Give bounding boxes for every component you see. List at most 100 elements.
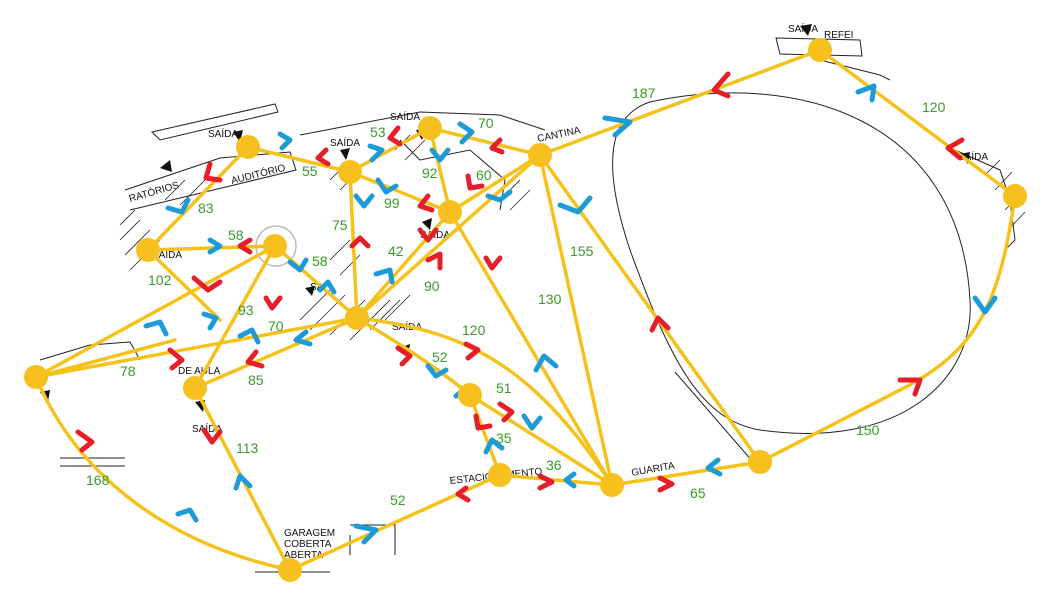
weight-label: 120 (922, 99, 946, 115)
edge (193, 316, 359, 390)
edge (146, 244, 277, 252)
arrow-blue (353, 193, 375, 209)
weight-label: 83 (198, 200, 214, 216)
direction-arrows (75, 71, 998, 545)
arrow-red (237, 237, 253, 255)
arrow-blue (557, 195, 593, 215)
weight-label: 168 (86, 472, 110, 488)
node (458, 383, 482, 407)
node (183, 376, 207, 400)
arrow-blue (237, 327, 261, 345)
arrow-blue (972, 295, 998, 315)
arrow-red (167, 347, 185, 371)
edge (273, 244, 359, 320)
arrow-blue (425, 363, 449, 379)
edge (34, 375, 292, 572)
weight-label: 99 (384, 195, 400, 211)
weight-label: 51 (496, 380, 512, 396)
edge (468, 393, 614, 487)
place-label-sa-small: SA (310, 282, 324, 293)
arrow-red (463, 341, 481, 361)
weight-label: 92 (422, 165, 438, 181)
place-label-saida-top2: SAÍDA (390, 110, 420, 123)
arrow-blue (317, 279, 337, 295)
arrow-red (203, 161, 223, 183)
edge (468, 393, 502, 477)
arrow-red (245, 349, 265, 369)
arrow-red (349, 235, 371, 249)
floor-plan-background (39, 24, 1026, 573)
edge (348, 170, 452, 214)
edge (538, 153, 762, 464)
edge (246, 145, 352, 174)
place-label-da-aula: DE AULA (178, 366, 221, 377)
weight-label: 52 (432, 349, 448, 365)
arrow-red (649, 315, 671, 333)
arrow-blue (287, 257, 309, 273)
arrow-red (395, 345, 413, 367)
node (24, 365, 48, 389)
edge (428, 126, 542, 157)
weight-label: 78 (120, 363, 136, 379)
arrow-red (711, 71, 731, 99)
node (600, 473, 624, 497)
weight-label: 113 (236, 440, 259, 456)
edge (538, 48, 822, 157)
node (438, 200, 462, 224)
place-label-saida-aud: SAÍDA (208, 127, 238, 140)
weight-label: 130 (538, 291, 562, 307)
weight-label: 60 (476, 167, 492, 183)
weight-label: 90 (424, 278, 440, 294)
weight-label: 52 (390, 492, 406, 508)
arrow-red (465, 173, 485, 191)
edge (758, 194, 1017, 464)
weight-label: 55 (302, 163, 318, 179)
edge-weight-labels: 187 120 70 53 55 92 60 83 75 99 58 42 58… (86, 85, 946, 508)
arrow-red (425, 251, 443, 271)
edge (498, 473, 614, 487)
arrow-red (417, 193, 435, 213)
arrow-blue (602, 115, 633, 138)
node (418, 116, 442, 140)
edge (193, 244, 277, 390)
place-label-aberta: ABERTA (284, 550, 323, 561)
weight-label: 53 (370, 124, 386, 140)
arrow-blue (277, 131, 293, 151)
edge (34, 338, 177, 379)
edge (538, 153, 614, 487)
node (278, 558, 302, 582)
arrow-blue (353, 523, 379, 545)
arrow-red (473, 413, 493, 431)
weight-label: 85 (248, 372, 264, 388)
arrow-blue (373, 267, 395, 285)
arrow-blue (201, 311, 219, 331)
weight-label: 155 (570, 243, 594, 259)
node (808, 38, 832, 62)
arrow-blue (429, 147, 451, 163)
arrow-blue (367, 143, 385, 163)
arrow-blue (293, 329, 313, 347)
path-edges (34, 48, 1017, 572)
node (136, 238, 160, 262)
weight-label: 58 (312, 253, 328, 269)
weight-label: 58 (228, 227, 244, 243)
edge (355, 153, 542, 320)
node (345, 306, 369, 330)
weight-label: 75 (332, 217, 348, 233)
arrow-blue (521, 413, 543, 431)
node (528, 143, 552, 167)
weight-label: 150 (856, 422, 880, 438)
weight-label: 65 (690, 485, 706, 501)
edge (610, 460, 762, 487)
edge (348, 126, 432, 174)
arrow-blue (705, 457, 723, 477)
place-label-coberta: COBERTA (284, 539, 332, 550)
arrow-red (191, 275, 223, 293)
place-label-saida-top1: SAÍDA (330, 136, 360, 149)
arrow-red (657, 475, 675, 493)
arrow-blue (563, 471, 577, 489)
arrow-blue (165, 197, 191, 215)
edge (288, 473, 502, 572)
arrow-blue (233, 473, 253, 491)
